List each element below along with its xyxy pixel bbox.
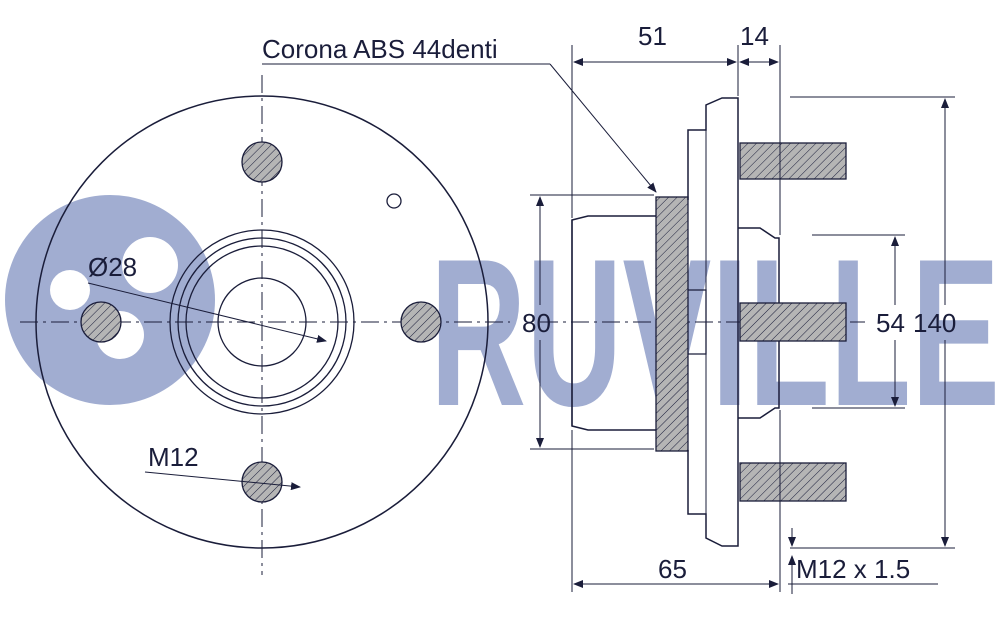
stud-top <box>739 142 847 180</box>
abs-ring-callout: Corona ABS 44denti <box>262 34 657 193</box>
overall-height-label: 140 <box>913 308 956 338</box>
stud-hole-left <box>80 301 122 343</box>
hub-bore <box>217 277 307 367</box>
stud-hole-top <box>241 141 283 183</box>
dim-top-right-label: 14 <box>740 21 769 51</box>
side-view <box>540 97 865 547</box>
front-view: Ø28 M12 <box>20 75 510 575</box>
dim-top-left-label: 51 <box>638 21 667 51</box>
stud-hole-bottom <box>241 461 283 503</box>
watermark-logo: RUVILLE <box>5 195 1000 450</box>
watermark-text: RUVILLE <box>430 215 1000 450</box>
stud-hole-right <box>400 301 442 343</box>
stud-middle <box>739 302 847 342</box>
stud-thread-side-label: M12 x 1.5 <box>796 554 910 584</box>
abs-ring-label: Corona ABS 44denti <box>262 34 498 64</box>
abs-tone-ring <box>655 196 689 452</box>
locating-hole <box>386 193 402 209</box>
hub-outer-ring <box>169 229 355 415</box>
flange-profile <box>687 97 739 547</box>
stud-thread-label: M12 <box>148 442 199 472</box>
dimensions: 51 14 80 54 140 65 M12 x 1.5 <box>522 21 956 594</box>
bore-diameter-label: Ø28 <box>88 252 137 282</box>
pitch-circle-label: 54 <box>876 308 905 338</box>
overall-length-label: 65 <box>658 554 687 584</box>
flange-outline <box>35 95 489 549</box>
stud-bottom <box>739 462 847 502</box>
flange-height-label: 80 <box>522 308 551 338</box>
